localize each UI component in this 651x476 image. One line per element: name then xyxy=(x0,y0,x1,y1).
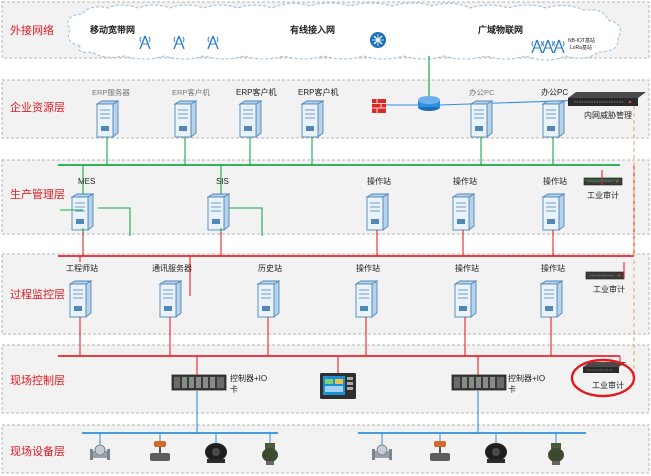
fieldbus-drops xyxy=(99,433,557,445)
industrial-audit-device-highlighted xyxy=(583,362,626,373)
mes-server-icon xyxy=(71,193,94,231)
pump-motor-icon xyxy=(205,443,227,463)
erp-client-label: ERP客户机 xyxy=(298,87,338,97)
op-station-label: 操作站 xyxy=(455,263,479,273)
office-pc-label: 办公PC xyxy=(469,87,495,97)
comm-server-icon xyxy=(159,280,182,318)
pump-motor-icon xyxy=(485,443,507,463)
controller-io-icon xyxy=(171,374,227,391)
industrial-audit-label: 工业审计 xyxy=(592,380,624,390)
controller-io-icon xyxy=(451,374,507,391)
threat-management-appliance-icon xyxy=(568,92,646,106)
industrial-audit-device-icon xyxy=(583,177,623,186)
comm-server-label: 通讯服务器 xyxy=(152,263,192,273)
sis-label: SIS xyxy=(216,177,229,186)
erp-server-icon xyxy=(96,100,119,138)
router-icon xyxy=(370,32,386,48)
layer-label-field: 现场设备层 xyxy=(10,444,65,458)
firewall-icon xyxy=(372,99,386,113)
threat-mgmt-label: 内网威胁管理 xyxy=(584,110,632,120)
op-station-icon xyxy=(355,280,378,318)
industrial-audit-label: 工业审计 xyxy=(587,190,619,200)
enterprise-drops xyxy=(106,137,554,165)
erp-client-icon xyxy=(174,100,197,138)
office-pc-icon xyxy=(470,100,493,138)
op-station-label: 操作站 xyxy=(543,176,567,186)
op-station-icon xyxy=(452,193,475,231)
card-label: 卡 xyxy=(508,384,516,394)
office-pc-icon xyxy=(542,100,565,138)
op-station-icon xyxy=(542,193,565,231)
erp-client-label: ERP客户机 xyxy=(172,87,210,97)
core-switch-icon xyxy=(418,96,440,111)
history-station-icon xyxy=(257,280,280,318)
op-station-label: 操作站 xyxy=(453,176,477,186)
erp-client-icon xyxy=(239,100,262,138)
nb-iot-label: NB-IOT基站 xyxy=(568,37,595,44)
layer-label-external: 外接网络 xyxy=(10,23,54,37)
engineer-station-icon xyxy=(69,280,92,318)
history-station-label: 历史站 xyxy=(258,263,282,273)
layer-label-production: 生产管理层 xyxy=(10,187,65,201)
internet-cloud xyxy=(67,2,621,61)
card-label: 卡 xyxy=(230,384,238,394)
hmi-panel-icon xyxy=(320,373,356,399)
op-station-label: 操作站 xyxy=(541,263,565,273)
layer-label-enterprise: 企业资源层 xyxy=(10,100,65,114)
layer-band-production xyxy=(1,159,650,235)
layer-label-monitoring: 过程监控层 xyxy=(10,287,65,301)
sis-server-icon xyxy=(207,193,230,231)
controller-io-label: 控制器+IO xyxy=(508,373,545,383)
op-station-label: 操作站 xyxy=(367,176,391,186)
op-station-label: 操作站 xyxy=(356,263,380,273)
highlight-ellipse xyxy=(570,358,636,398)
engineer-station-label: 工程师站 xyxy=(66,263,98,273)
op-station-icon xyxy=(540,280,563,318)
monitoring-drops xyxy=(79,256,625,356)
cloud-label-mobile-broadband: 移动宽带网 xyxy=(90,24,135,35)
erp-client-label: ERP客户机 xyxy=(236,87,276,97)
lora-label: LoRa基站 xyxy=(570,44,592,51)
office-pc-label: 办公PC xyxy=(541,87,568,97)
erp-client-icon xyxy=(301,100,324,138)
erp-server-label: ERP服务器 xyxy=(92,87,130,97)
layer-label-control: 现场控制层 xyxy=(10,373,65,387)
industrial-audit-device-icon xyxy=(585,271,625,280)
cloud-label-wan-iot: 广域物联网 xyxy=(478,24,523,35)
cloud-label-wired-access: 有线接入网 xyxy=(290,24,335,35)
op-station-icon xyxy=(454,280,477,318)
mes-label: MES xyxy=(78,177,95,186)
op-station-icon xyxy=(366,193,389,231)
industrial-audit-label: 工业审计 xyxy=(593,284,625,294)
controller-io-label: 控制器+IO xyxy=(230,373,267,383)
mes-sis-branch xyxy=(60,207,263,236)
